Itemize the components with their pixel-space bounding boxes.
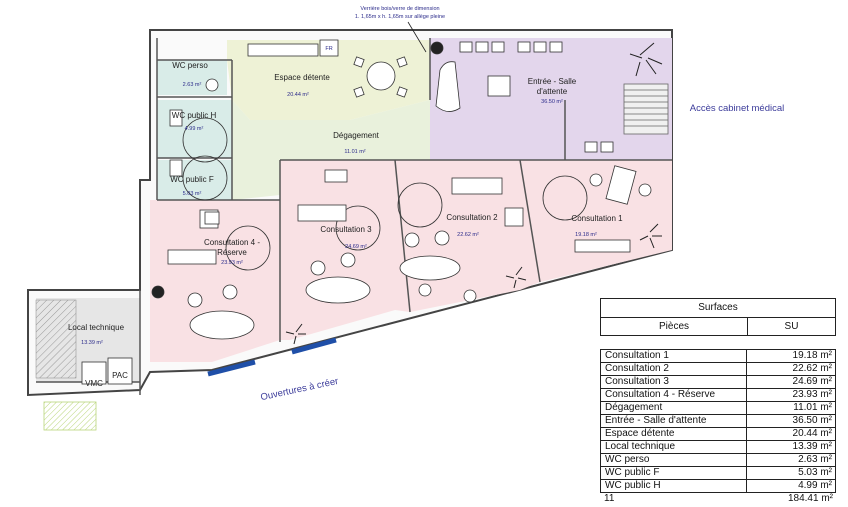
wc-perso-area: 2.63 m² bbox=[183, 82, 202, 88]
consultation-1-label: Consultation 1 bbox=[571, 214, 623, 223]
acces-cabinet-label: Accès cabinet médical bbox=[690, 103, 785, 114]
consultation-4-label-line-2: Réserve bbox=[217, 248, 247, 257]
consultation-2-area: 22.62 m² bbox=[457, 232, 479, 238]
wc-public-h-area: 4.99 m² bbox=[185, 126, 204, 132]
plant-icons bbox=[285, 42, 663, 345]
consultation-4-area: 23.93 m² bbox=[221, 260, 243, 266]
annotation-line-1: Verrière bois/verre de dimension bbox=[360, 6, 439, 12]
wc-public-h-zone bbox=[157, 100, 232, 158]
wc-perso-label: WC perso bbox=[172, 61, 208, 70]
consultation-3-label: Consultation 3 bbox=[320, 225, 372, 234]
ouvertures-label: Ouvertures à créer bbox=[260, 376, 340, 403]
technical-shaft bbox=[35, 299, 77, 379]
espace-detente-area: 20.44 m² bbox=[287, 92, 309, 98]
total-value: 184.41 m² bbox=[787, 493, 833, 504]
wc-public-f-zone bbox=[157, 160, 232, 200]
annotation-line-2: 1. 1,65m x h. 1,65m sur allège pleine bbox=[355, 14, 445, 20]
espace-detente-zone bbox=[227, 40, 430, 120]
degagement-label: Dégagement bbox=[333, 131, 380, 140]
entree-label-line-2: d'attente bbox=[537, 87, 568, 96]
staircase bbox=[623, 83, 669, 135]
consultation-zone-3 bbox=[280, 160, 395, 340]
local-technique-area: 13.39 m² bbox=[81, 340, 103, 346]
wc-public-f-area: 5.03 m² bbox=[183, 191, 202, 197]
consultation-1-area: 19.18 m² bbox=[575, 232, 597, 238]
local-technique-label: Local technique bbox=[68, 323, 125, 332]
col-rooms-header: Pièces bbox=[601, 318, 748, 335]
espace-detente-label: Espace détente bbox=[274, 73, 330, 82]
furniture bbox=[81, 39, 652, 385]
openings-to-create bbox=[207, 337, 337, 377]
wc-public-f-label: WC public F bbox=[170, 175, 214, 184]
consultation-4-label-line-1: Consultation 4 - bbox=[204, 238, 260, 247]
vmc-label: VMC bbox=[85, 379, 103, 388]
entree-label-line-1: Entrée - Salle bbox=[528, 77, 577, 86]
pac-label: PAC bbox=[112, 371, 128, 380]
entree-zone bbox=[430, 38, 672, 160]
table-title: Surfaces bbox=[600, 298, 836, 318]
consultation-zone-1 bbox=[520, 160, 672, 290]
room-labels: WC perso 2.63 m² WC public H 4.99 m² WC … bbox=[68, 46, 623, 388]
consultation-3-area: 24.69 m² bbox=[345, 244, 367, 250]
degagement-area: 11.01 m² bbox=[344, 149, 365, 155]
fr-label: FR bbox=[325, 46, 332, 52]
ramp-area bbox=[43, 401, 97, 431]
col-su-header: SU bbox=[784, 321, 799, 332]
table-header: Pièces SU bbox=[600, 318, 836, 336]
degagement-zone bbox=[232, 100, 430, 200]
wc-public-h-label: WC public H bbox=[172, 111, 217, 120]
verriere-annotation: Verrière bois/verre de dimension 1. 1,65… bbox=[355, 6, 445, 53]
consultation-2-label: Consultation 2 bbox=[446, 213, 498, 222]
table-total-row: 11 184.41 m² bbox=[600, 493, 836, 505]
total-count: 11 bbox=[604, 493, 615, 504]
entree-area: 36.50 m² bbox=[541, 99, 563, 105]
